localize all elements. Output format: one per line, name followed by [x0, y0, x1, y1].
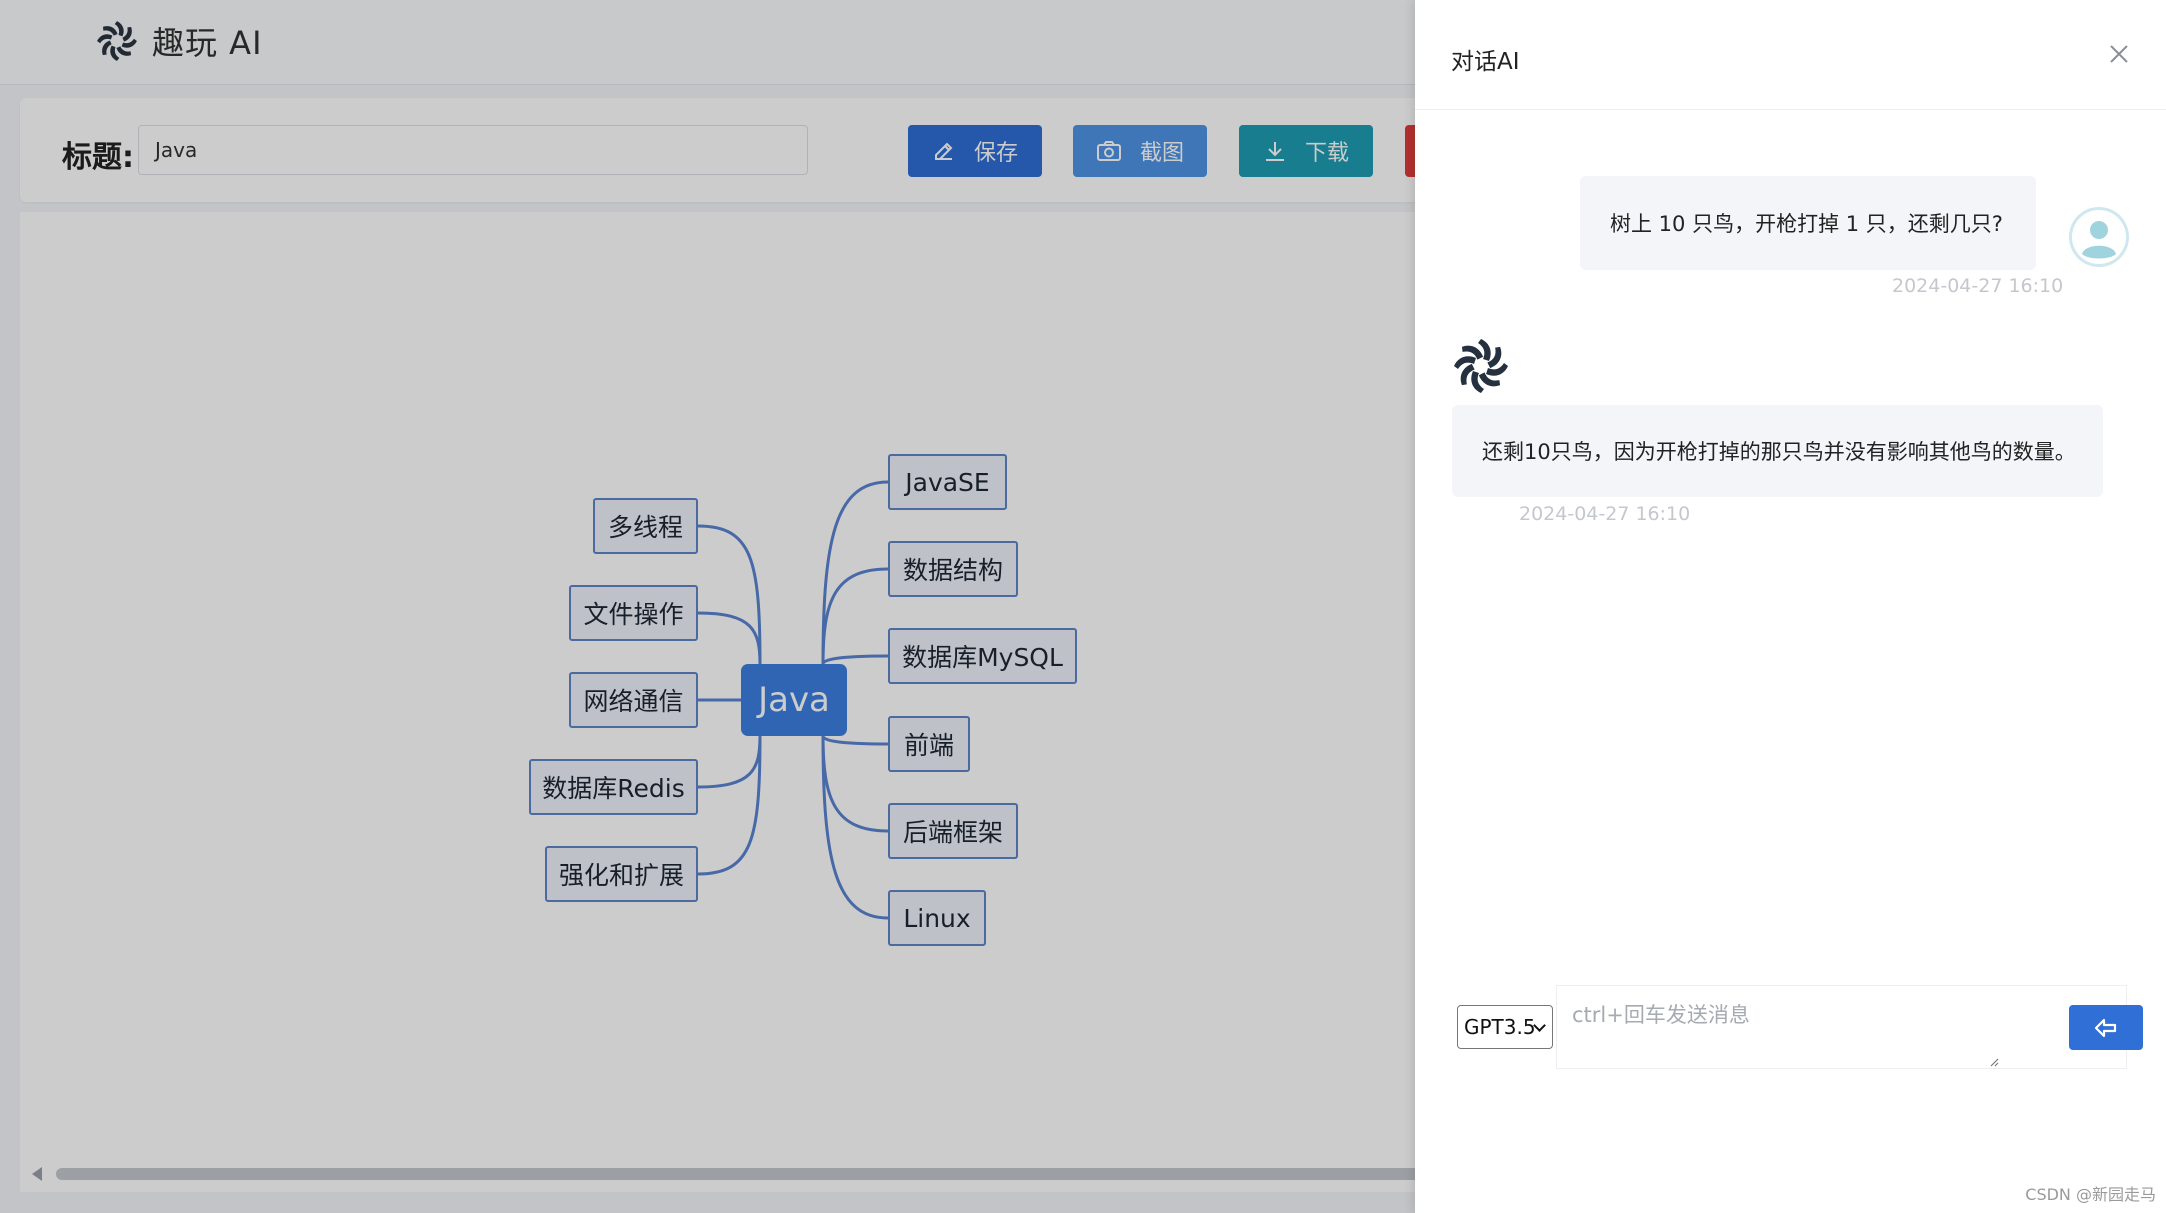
logo-icon	[97, 21, 137, 61]
download-button[interactable]: 下载	[1239, 125, 1373, 177]
user-message-text: 树上 10 只鸟，开枪打掉 1 只，还剩几只?	[1610, 212, 2003, 236]
ai-message-bubble: 还剩10只鸟，因为开枪打掉的那只鸟并没有影响其他鸟的数量。	[1452, 405, 2103, 497]
ai-message-text: 还剩10只鸟，因为开枪打掉的那只鸟并没有影响其他鸟的数量。	[1482, 440, 2076, 464]
download-icon	[1265, 142, 1284, 161]
download-button-label: 下载	[1304, 141, 1349, 166]
editor-toolbar: 标题: Java 保存 截图 下载	[20, 98, 1445, 202]
model-select[interactable]: GPT3.5	[1457, 1005, 1553, 1049]
mindmap-node[interactable]: 数据库Redis	[529, 759, 698, 815]
scrollbar-thumb[interactable]	[56, 1168, 1420, 1180]
brand-name: 趣玩 AI	[152, 24, 263, 62]
mindmap-node[interactable]: Linux	[888, 890, 986, 946]
mindmap-node[interactable]: 强化和扩展	[545, 846, 698, 902]
close-icon[interactable]	[2105, 40, 2133, 68]
ai-logo-icon	[1454, 339, 1508, 393]
title-input-value: Java	[155, 138, 198, 162]
user-avatar-icon	[2069, 207, 2129, 267]
mindmap-node[interactable]: 后端框架	[888, 803, 1018, 859]
mindmap-node[interactable]: 前端	[888, 716, 970, 772]
chat-drawer: 对话AI 树上 10 只鸟，开枪打掉 1 只，还剩几只? 2024-04-27 …	[1415, 0, 2166, 1213]
send-icon	[2094, 1018, 2117, 1037]
message-input[interactable]	[1556, 985, 2127, 1069]
save-button-label: 保存	[973, 141, 1018, 166]
screenshot-button[interactable]: 截图	[1073, 125, 1207, 177]
message-input-placeholder: ctrl+回车发送消息	[1572, 1003, 1750, 1027]
drawer-header: 对话AI	[1415, 0, 2166, 110]
mindmap-node[interactable]: 文件操作	[569, 585, 698, 641]
mindmap-node[interactable]: 多线程	[593, 498, 698, 554]
camera-icon	[1096, 141, 1121, 161]
brand[interactable]: 趣玩 AI	[94, 18, 263, 64]
screenshot-button-label: 截图	[1139, 141, 1184, 166]
model-select-value: GPT3.5	[1464, 1015, 1536, 1039]
scroll-left-arrow-icon[interactable]	[32, 1167, 42, 1181]
send-button[interactable]	[2069, 1005, 2143, 1050]
mindmap-node[interactable]: 网络通信	[569, 672, 698, 728]
chat-composer: GPT3.5 ctrl+回车发送消息	[1452, 985, 2143, 1069]
resize-grip-icon[interactable]	[1989, 1057, 1999, 1067]
mindmap-node[interactable]: 数据库MySQL	[888, 628, 1077, 684]
watermark-text: CSDN @新园走马	[2025, 1185, 2156, 1204]
drawer-title: 对话AI	[1451, 49, 1520, 75]
edit-icon	[934, 142, 953, 160]
mindmap-canvas[interactable]	[20, 212, 1420, 1192]
mindmap-node[interactable]: 数据结构	[888, 541, 1018, 597]
title-label: 标题:	[62, 140, 134, 175]
mindmap-connectors	[697, 480, 889, 920]
ai-message-time: 2024-04-27 16:10	[1519, 503, 1691, 525]
title-input[interactable]: Java	[138, 125, 808, 175]
mindmap-node[interactable]: JavaSE	[888, 454, 1007, 510]
user-message-bubble: 树上 10 只鸟，开枪打掉 1 只，还剩几只?	[1580, 176, 2036, 270]
horizontal-scrollbar[interactable]	[20, 1164, 1420, 1184]
save-button[interactable]: 保存	[908, 125, 1042, 177]
user-message-time: 2024-04-27 16:10	[1892, 275, 2064, 297]
mindmap-root-node[interactable]: Java	[741, 664, 847, 736]
